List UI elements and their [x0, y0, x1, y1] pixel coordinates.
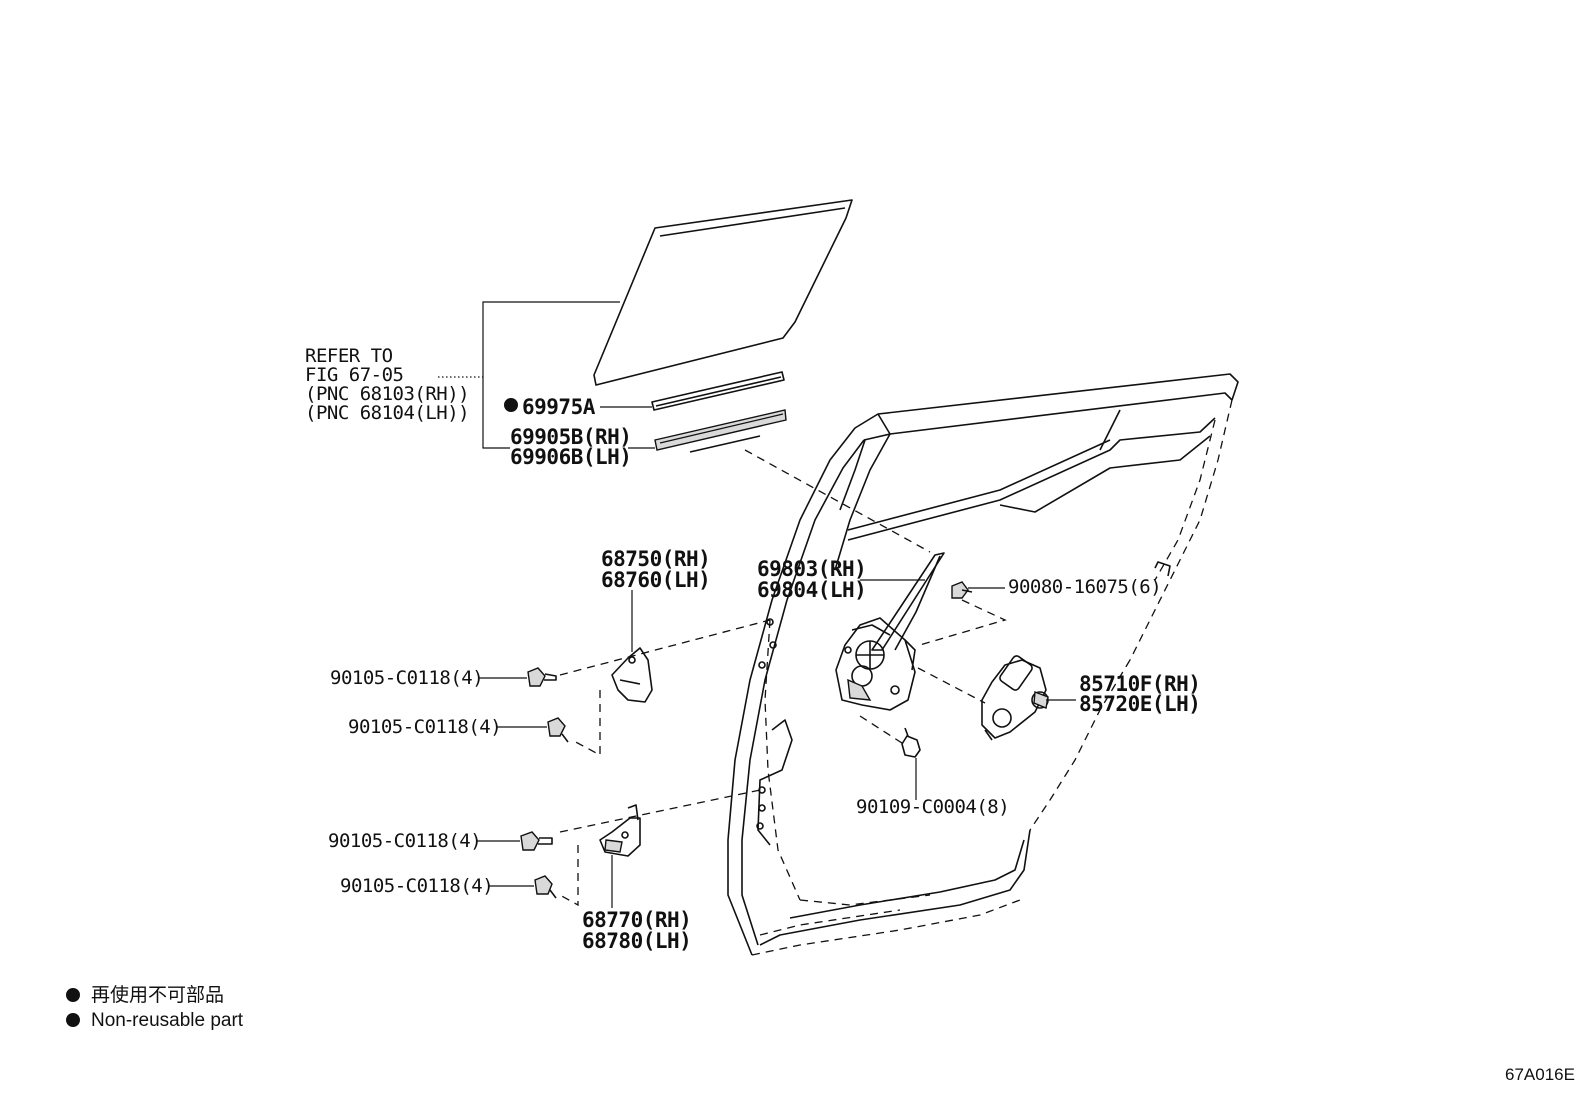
- assembly-line-90080: [919, 599, 1007, 646]
- bolt-90105-1: [527, 667, 557, 687]
- refer-note: REFER TO FIG 67-05 (PNC 68103(RH)) (PNC …: [305, 345, 470, 424]
- label-90109: 90109-C0004(8): [856, 796, 1009, 818]
- label-69975a: 69975A: [522, 395, 596, 419]
- bolt-90080: [951, 581, 973, 599]
- bolt-90105-2: [547, 717, 569, 743]
- assembly-line-motor: [917, 667, 986, 704]
- assembly-line-hinge-upper-2: [571, 690, 601, 757]
- rear-door-panel: [727, 373, 1239, 956]
- legend-dot-en: [66, 1013, 80, 1027]
- legend-en: Non-reusable part: [91, 1010, 244, 1031]
- refer-line-3: (PNC 68103(RH)): [305, 383, 469, 405]
- bolt-90109: [901, 727, 921, 758]
- label-68760: 68760(LH): [601, 568, 710, 592]
- assembly-line-hinge-lower: [559, 789, 761, 833]
- label-69905b: 69905B(RH): [510, 425, 631, 449]
- refer-line-2: FIG 67-05: [305, 364, 403, 386]
- assembly-line-hinge-lower-2: [559, 845, 579, 907]
- label-68780: 68780(LH): [582, 929, 691, 953]
- assembly-line-hinge-upper: [559, 619, 771, 676]
- label-bolt-2: 90105-C0118(4): [348, 716, 501, 738]
- label-bolt-1: 90105-C0118(4): [330, 667, 483, 689]
- label-85720e: 85720E(LH): [1079, 692, 1200, 716]
- refer-line-4: (PNC 68104(LH)): [305, 402, 469, 424]
- belt-molding-69905b: [654, 409, 787, 453]
- legend-dot-jp: [66, 988, 80, 1002]
- label-69804: 69804(LH): [757, 578, 866, 602]
- door-glass: [593, 199, 853, 386]
- label-69803: 69803(RH): [757, 557, 866, 581]
- weatherstrip-69975a: [651, 371, 785, 411]
- label-90080: 90080-16075(6): [1008, 576, 1161, 598]
- label-68770: 68770(RH): [582, 908, 691, 932]
- refer-bracket: [438, 301, 620, 449]
- label-bolt-4: 90105-C0118(4): [340, 875, 493, 897]
- bolt-90105-4: [534, 875, 557, 899]
- regulator-motor: [981, 655, 1049, 741]
- label-85710f: 85710F(RH): [1079, 672, 1200, 696]
- assembly-line-glass: [744, 449, 931, 553]
- legend-jp: 再使用不可部品: [91, 984, 224, 1006]
- label-68750: 68750(RH): [601, 547, 710, 571]
- assembly-line-90109: [859, 715, 906, 746]
- figure-code: 67A016E: [1505, 1065, 1575, 1084]
- bolt-90105-3: [520, 831, 553, 851]
- upper-hinge: [611, 647, 653, 703]
- label-69906b: 69906B(LH): [510, 445, 631, 469]
- window-regulator: [835, 552, 945, 711]
- lower-hinge: [599, 804, 641, 857]
- legend: 再使用不可部品 Non-reusable part: [66, 984, 244, 1031]
- label-bolt-3: 90105-C0118(4): [328, 830, 481, 852]
- non-reusable-marker: [504, 398, 518, 412]
- refer-line-1: REFER TO: [305, 345, 393, 367]
